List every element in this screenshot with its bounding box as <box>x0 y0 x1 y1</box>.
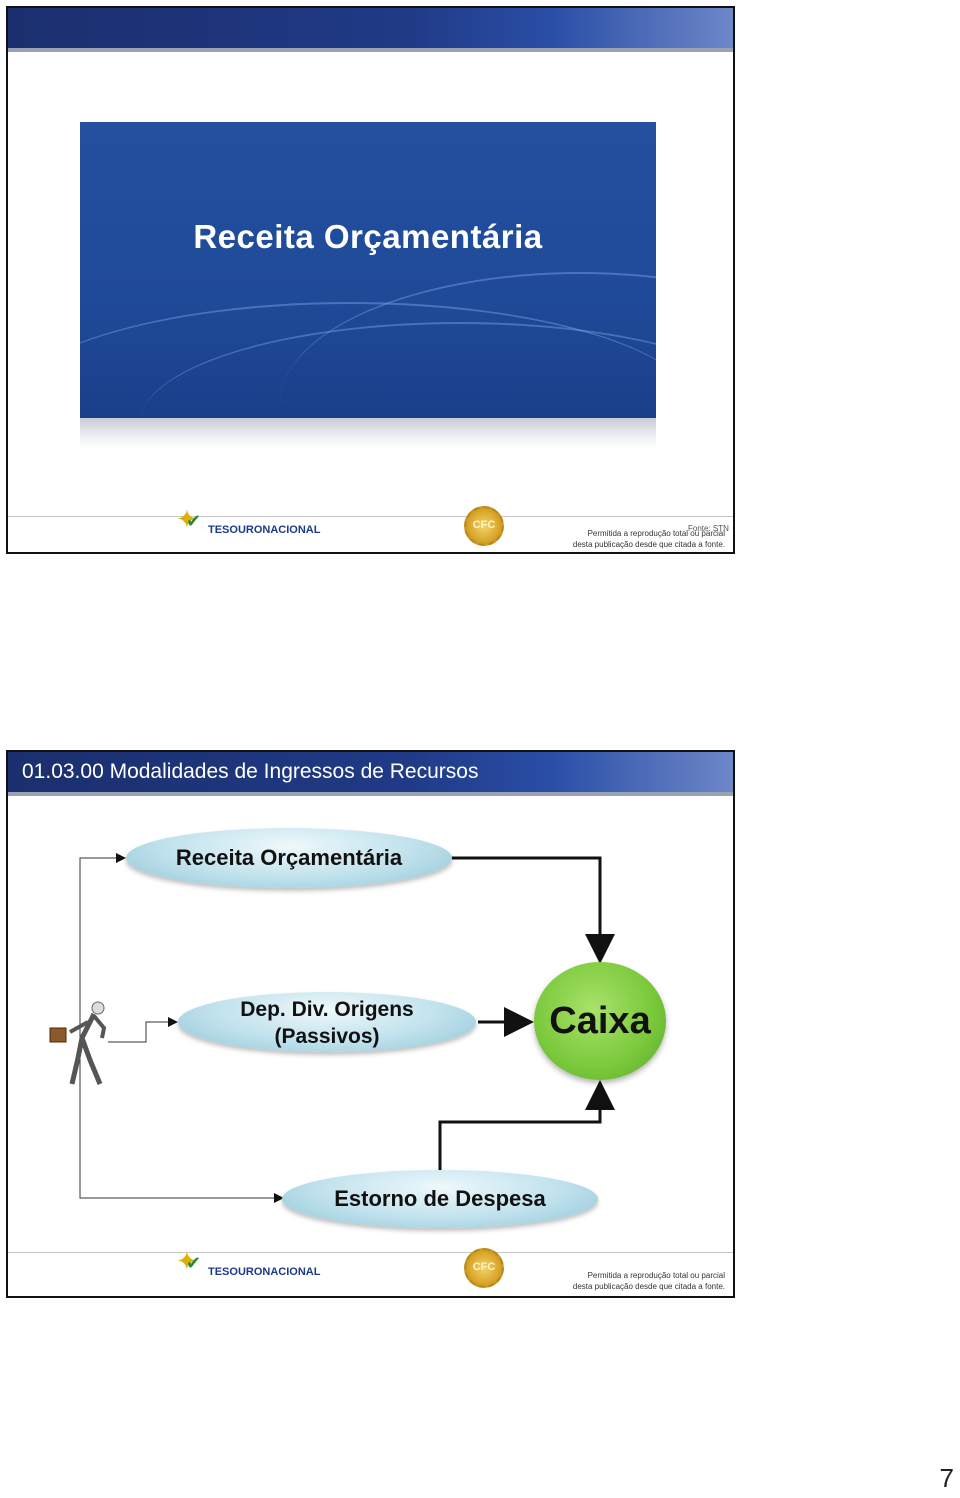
tesouro-nacional-logo: ✦ ✔ TESOURONACIONAL <box>176 1246 321 1278</box>
reproduction-notice: Permitida a reprodução total ou parcial … <box>572 529 725 549</box>
dep-div-origens-node: Dep. Div. Origens (Passivos) <box>178 992 476 1052</box>
slide-1-header-bar <box>8 8 733 52</box>
slide-2: 01.03.00 Modalidades de Ingressos de Rec… <box>6 750 735 1298</box>
cfc-seal: CFC <box>464 1248 504 1288</box>
page-number: 7 <box>939 1463 954 1493</box>
footer-divider <box>8 1252 733 1253</box>
cfc-seal: CFC <box>464 506 504 546</box>
slide-2-header-bar: 01.03.00 Modalidades de Ingressos de Rec… <box>8 752 733 796</box>
title-panel: Receita Orçamentária <box>80 122 656 418</box>
connector-left-to-estorno <box>79 1082 284 1203</box>
checkmark-icon: ✔ <box>186 511 202 531</box>
connector-estorno-to-caixa <box>438 1080 615 1182</box>
connector-receita-to-caixa <box>448 856 615 964</box>
businessman-icon <box>49 1001 107 1085</box>
tesouro-nacional-logo: ✦ ✔ TESOURONACIONAL <box>176 504 321 536</box>
title-reflection <box>80 418 656 448</box>
estorno-de-despesa-node: Estorno de Despesa <box>282 1170 598 1228</box>
star-icon: ✦ <box>176 504 198 534</box>
flow-diagram <box>79 853 615 1203</box>
caixa-node: Caixa <box>534 962 666 1080</box>
reproduction-notice: Permitida a reprodução total ou parcial … <box>572 1271 725 1291</box>
source-note: Fonte: STN <box>688 524 729 533</box>
connector-person-to-dep <box>108 1017 178 1043</box>
receita-orcamentaria-node: Receita Orçamentária <box>126 828 452 888</box>
slide-title: Receita Orçamentária <box>193 218 543 255</box>
footer-divider <box>8 516 733 517</box>
slide-heading: 01.03.00 Modalidades de Ingressos de Rec… <box>22 760 479 783</box>
star-icon: ✦ <box>176 1246 198 1276</box>
slide-1: Receita Orçamentária ✦ ✔ TESOURONACIONAL… <box>6 6 735 554</box>
connector-left-to-receita <box>79 853 126 1082</box>
checkmark-icon: ✔ <box>186 1253 202 1273</box>
